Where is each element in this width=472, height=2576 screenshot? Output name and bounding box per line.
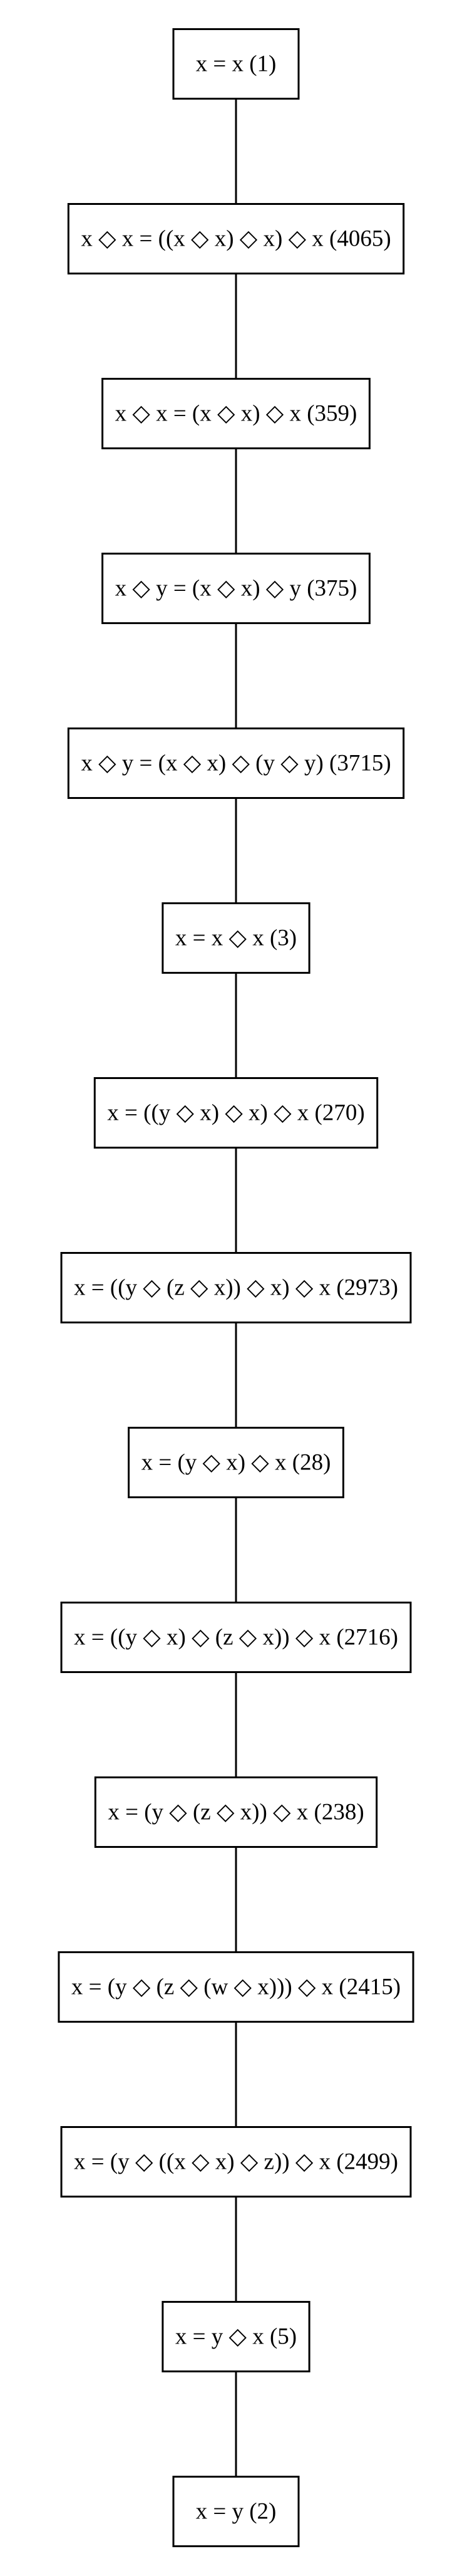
node-label: x = ((y ◇ x) ◇ x) ◇ x (270) [107, 1100, 364, 1126]
node-label: x = ((y ◇ x) ◇ (z ◇ x)) ◇ x (2716) [74, 1625, 398, 1650]
node-label: x = (y ◇ (z ◇ x)) ◇ x (238) [108, 1800, 364, 1825]
node-label: x = x ◇ x (3) [175, 926, 297, 951]
node: x ◇ x = (x ◇ x) ◇ x (359) [101, 378, 371, 449]
node-box [101, 378, 371, 449]
node-box [67, 203, 405, 274]
node-box [101, 553, 371, 624]
node: x = x (1) [172, 28, 300, 100]
node: x = (y ◇ (z ◇ (w ◇ x))) ◇ x (2415) [58, 1951, 414, 2023]
node: x ◇ y = (x ◇ x) ◇ y (375) [101, 553, 371, 624]
node-box [58, 1951, 414, 2023]
node-label: x ◇ y = (x ◇ x) ◇ (y ◇ y) (3715) [81, 751, 391, 776]
node: x ◇ y = (x ◇ x) ◇ (y ◇ y) (3715) [67, 727, 405, 799]
node-label: x = x (1) [196, 51, 277, 77]
node: x ◇ x = ((x ◇ x) ◇ x) ◇ x (4065) [67, 203, 405, 274]
node-box [172, 28, 300, 100]
node-label: x ◇ x = (x ◇ x) ◇ x (359) [115, 401, 357, 427]
node-label: x ◇ y = (x ◇ x) ◇ y (375) [115, 576, 357, 602]
node-box [60, 2126, 412, 2198]
node: x = y (2) [172, 2476, 300, 2547]
node-label: x ◇ x = ((x ◇ x) ◇ x) ◇ x (4065) [81, 226, 391, 252]
node: x = ((y ◇ (z ◇ x)) ◇ x) ◇ x (2973) [60, 1252, 412, 1323]
node-label: x = ((y ◇ (z ◇ x)) ◇ x) ◇ x (2973) [74, 1275, 398, 1301]
node-box [94, 1776, 378, 1848]
node-box [128, 1427, 344, 1498]
node-box [67, 727, 405, 799]
node-label: x = (y ◇ ((x ◇ x) ◇ z)) ◇ x (2499) [74, 2149, 398, 2175]
node: x = y ◇ x (5) [162, 2301, 310, 2372]
node-box [162, 2301, 310, 2372]
node: x = x ◇ x (3) [162, 902, 310, 974]
node-box [60, 1252, 412, 1323]
node-box [172, 2476, 300, 2547]
node: x = (y ◇ ((x ◇ x) ◇ z)) ◇ x (2499) [60, 2126, 412, 2198]
node-box [162, 902, 310, 974]
node-box [60, 1602, 412, 1673]
node: x = (y ◇ (z ◇ x)) ◇ x (238) [94, 1776, 378, 1848]
node: x = ((y ◇ x) ◇ (z ◇ x)) ◇ x (2716) [60, 1602, 412, 1673]
nodes: x = x (1) x ◇ x = ((x ◇ x) ◇ x) ◇ x (4065… [58, 28, 414, 2547]
node-box [93, 1077, 379, 1149]
node: x = (y ◇ x) ◇ x (28) [128, 1427, 344, 1498]
node: x = ((y ◇ x) ◇ x) ◇ x (270) [93, 1077, 379, 1149]
node-label: x = (y ◇ (z ◇ (w ◇ x))) ◇ x (2415) [71, 1974, 401, 2000]
node-label: x = y ◇ x (5) [175, 2324, 297, 2350]
node-label: x = (y ◇ x) ◇ x (28) [141, 1450, 331, 1476]
node-label: x = y (2) [196, 2499, 277, 2525]
